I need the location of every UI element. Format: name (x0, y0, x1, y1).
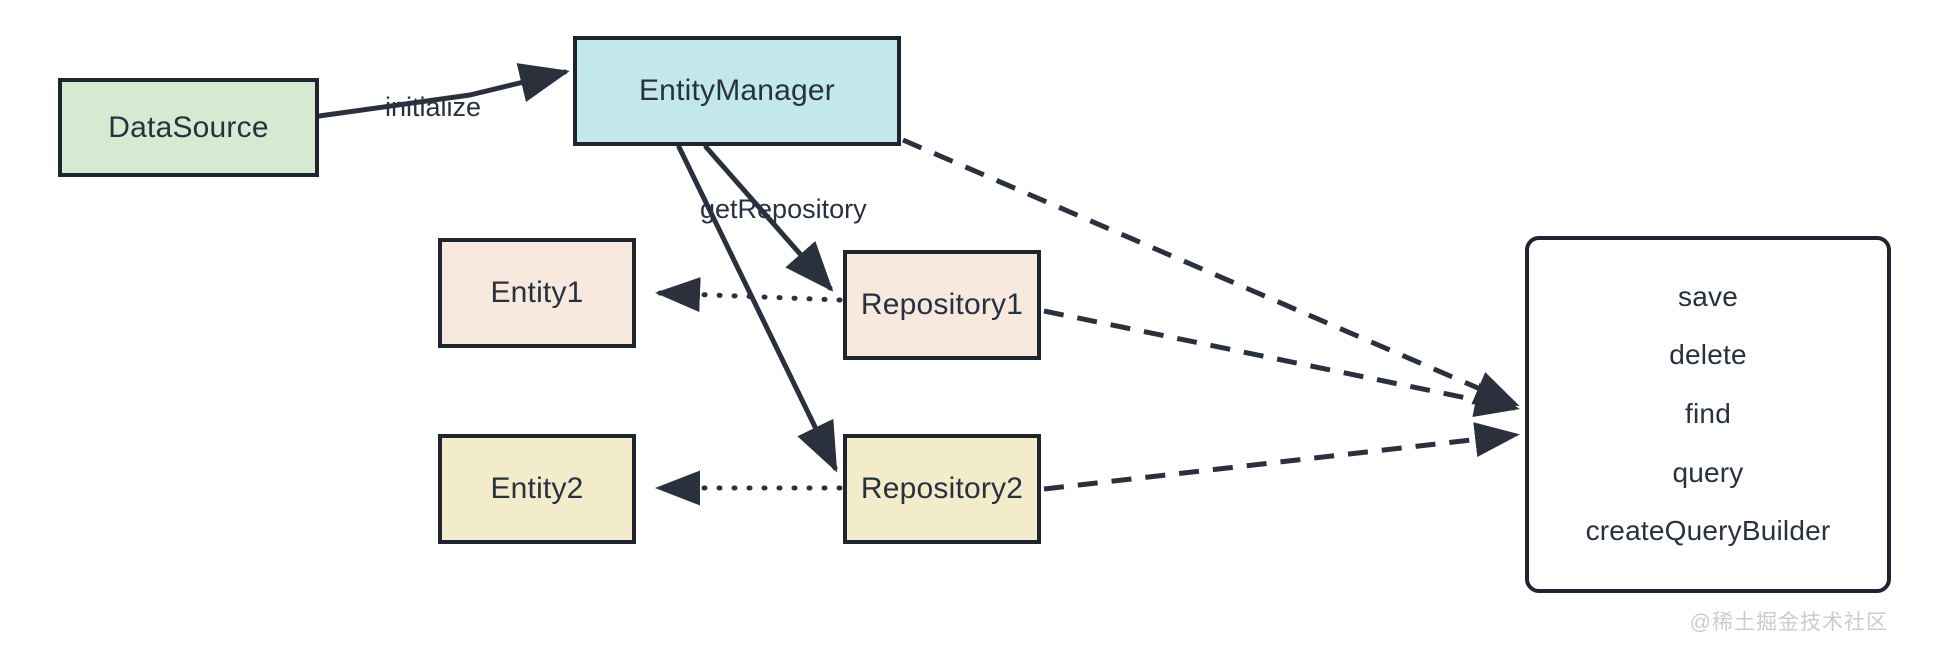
edge-label-get-repository: getRepository (700, 194, 867, 224)
node-repository2[interactable]: Repository2 (843, 434, 1041, 544)
node-entity2-label: Entity2 (490, 472, 584, 505)
node-datasource[interactable]: DataSource (58, 78, 319, 177)
node-entitymanager-label: EntityManager (638, 74, 836, 107)
method-item-save: save (1678, 280, 1738, 312)
method-item-createquerybuilder: createQueryBuilder (1585, 515, 1831, 547)
node-entitymanager[interactable]: EntityManager (573, 36, 901, 146)
node-repository1-label: Repository1 (860, 288, 1024, 321)
node-datasource-label: DataSource (108, 110, 269, 144)
method-item-find: find (1685, 398, 1731, 430)
node-repository2-label: Repository2 (860, 472, 1024, 505)
edge-repository1-to-entity1 (655, 277, 843, 313)
node-methods-panel[interactable]: save delete find query createQueryBuilde… (1525, 236, 1891, 593)
node-entity1-label: Entity1 (490, 276, 584, 309)
method-item-delete: delete (1669, 339, 1747, 371)
edge-repository2-to-methods (1043, 422, 1520, 492)
node-entity1[interactable]: Entity1 (438, 238, 636, 348)
node-entity2[interactable]: Entity2 (438, 434, 636, 544)
node-repository1[interactable]: Repository1 (843, 250, 1041, 360)
method-item-query: query (1672, 456, 1744, 488)
edge-label-initialize: initialize (385, 92, 482, 122)
edge-repository1-to-methods (1043, 308, 1520, 418)
watermark: @稀土掘金技术社区 (1689, 611, 1888, 634)
